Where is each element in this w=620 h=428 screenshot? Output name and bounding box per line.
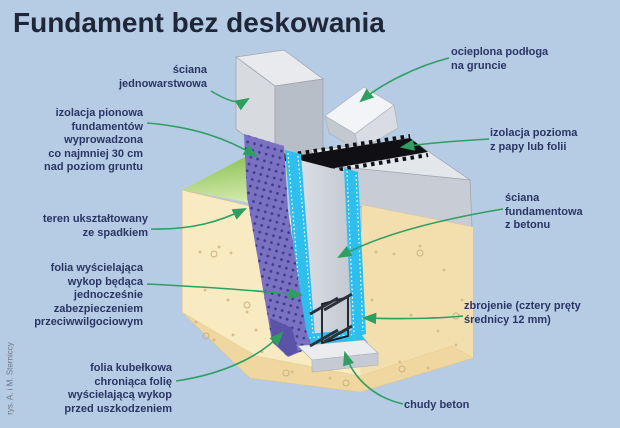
rebar-cage xyxy=(309,292,353,348)
arrow-insulated-floor xyxy=(359,57,450,103)
arrow-vertical-insulation xyxy=(146,122,258,158)
label-horizontal-insulation: izolacja pozioma z papy lub folii xyxy=(490,127,578,153)
arrow-rebar xyxy=(361,312,464,325)
lining-foil-left xyxy=(285,150,315,340)
arrow-single-layer-wall xyxy=(210,90,250,111)
label-rebar: zbrojenie (cztery pręty średnicy 12 mm) xyxy=(464,300,581,326)
author-credit: rys. A. i M. Sterniccy xyxy=(5,342,15,415)
label-single-layer-wall: ściana jednowarstwowa xyxy=(118,64,207,90)
arrow-dimple-foil xyxy=(175,331,284,382)
callout-arrows xyxy=(146,57,504,405)
trench xyxy=(244,134,379,373)
arrow-lining-foil xyxy=(146,283,304,300)
label-insulated-floor: ocieplona podłoga na gruncie xyxy=(451,46,549,72)
label-lining-foil: folia wyścielająca wykop będąca jednocze… xyxy=(34,262,143,328)
lining-foil-right xyxy=(344,168,366,338)
label-dimple-foil: folia kubełkowa chroniąca folię wyściela… xyxy=(64,362,172,415)
label-sloped-terrain: teren ukształtowany ze spadkiem xyxy=(42,213,148,239)
arrow-horizontal-insulation xyxy=(399,138,490,151)
dimple-membrane xyxy=(244,134,312,357)
label-foundation-wall: ściana fundamentowa z betonu xyxy=(505,192,583,231)
arrow-foundation-wall xyxy=(337,208,504,259)
label-vertical-insulation: izolacja pionowa fundamentów wyprowadzon… xyxy=(44,107,143,173)
membrane-fold xyxy=(270,318,298,356)
page-title: Fundament bez deskowania xyxy=(13,7,385,38)
concrete-foundation-wall xyxy=(300,160,356,334)
soil-speckles xyxy=(194,244,464,380)
single-layer-wall-block xyxy=(235,49,324,159)
arrow-lean-concrete xyxy=(343,350,404,405)
label-lean-concrete: chudy beton xyxy=(404,399,470,411)
arrow-sloped-terrain xyxy=(150,208,247,230)
